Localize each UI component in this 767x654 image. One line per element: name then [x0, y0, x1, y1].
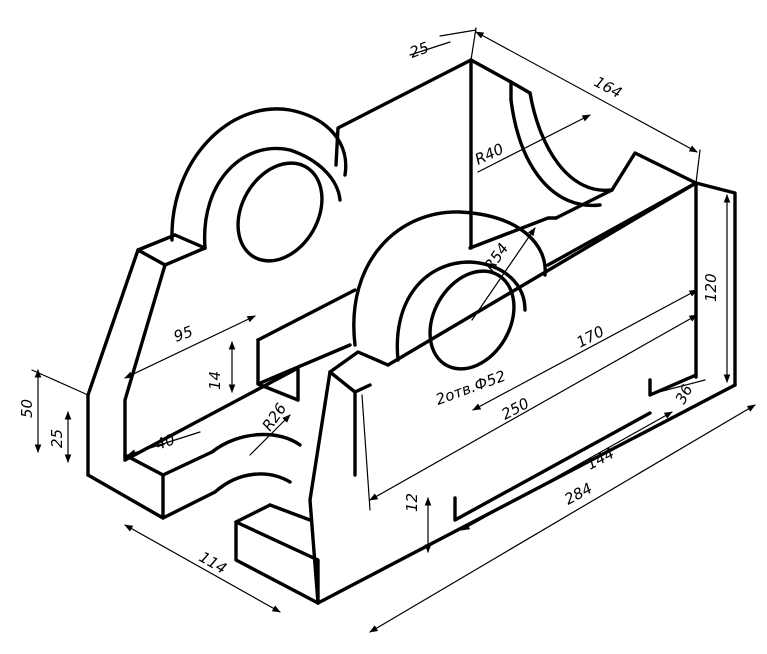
dim-120: 120 [702, 273, 720, 302]
dim-95: 95 [171, 322, 195, 345]
dim-r40: R40 [472, 140, 506, 169]
dimension-lines [31, 27, 756, 633]
dim-114: 114 [196, 548, 230, 578]
dim-284: 284 [561, 479, 595, 508]
dim-holes: 2отв.Ф52 [433, 367, 508, 409]
rear-slot [509, 91, 614, 208]
rear-boss [170, 107, 348, 263]
dim-25-left: 25 [48, 429, 66, 448]
dim-40: 40 [153, 430, 177, 453]
dim-12: 12 [403, 493, 421, 512]
dim-25-top: 25 [407, 38, 431, 61]
dim-r26: R26 [259, 400, 291, 435]
dim-50: 50 [18, 399, 36, 418]
front-slot [210, 432, 302, 494]
front-boss [352, 210, 547, 371]
dim-250: 250 [498, 394, 532, 423]
dim-14: 14 [206, 371, 224, 390]
